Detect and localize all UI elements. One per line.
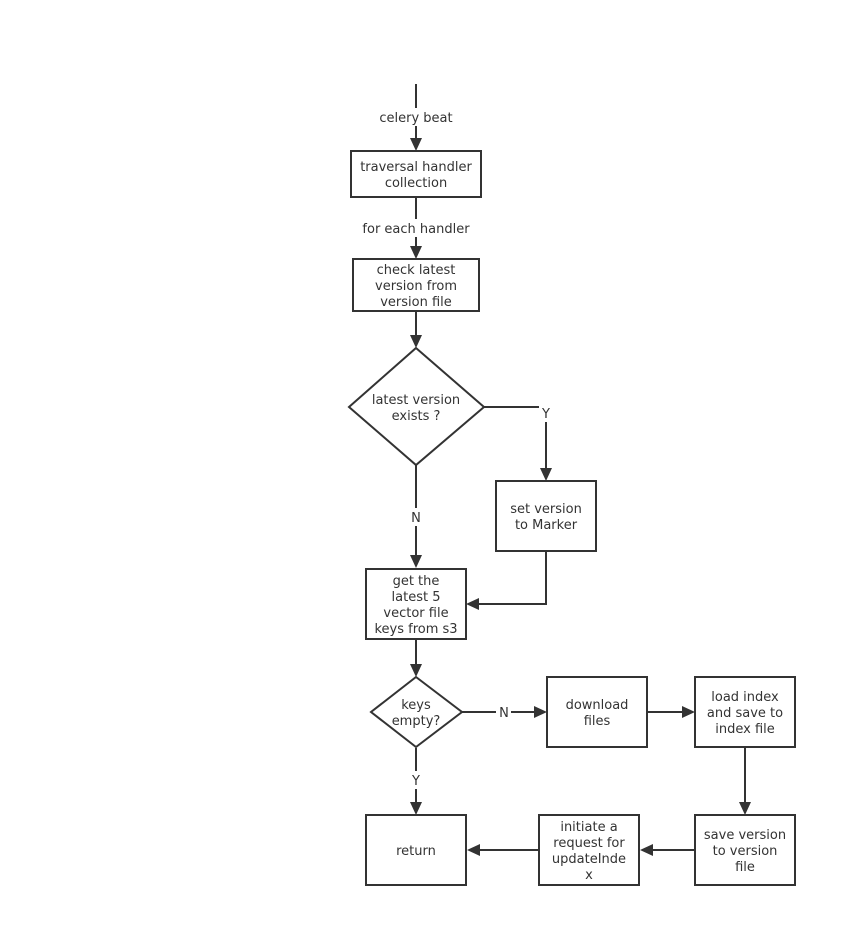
node-text-line: files xyxy=(584,714,611,729)
node-text-line: index file xyxy=(715,722,775,737)
arrowhead xyxy=(467,844,480,856)
arrowhead xyxy=(410,138,422,151)
node-return: return xyxy=(365,814,467,886)
node-text-line: save version xyxy=(704,828,786,843)
arrowhead xyxy=(410,664,422,677)
arrowhead xyxy=(540,468,552,481)
arrowheads xyxy=(410,138,751,856)
arrowhead xyxy=(410,246,422,259)
edge-exists-to-set-marker xyxy=(484,406,547,469)
node-text-line: return xyxy=(396,844,436,859)
node-text-line: file xyxy=(735,860,755,875)
node-text-line: keys xyxy=(401,698,431,713)
arrowhead xyxy=(640,844,653,856)
node-text-line: request for xyxy=(553,836,625,851)
node-text-line: empty? xyxy=(392,714,441,729)
node-text-line: get the xyxy=(393,574,440,589)
node-text-line: check latest xyxy=(377,263,456,278)
node-text-line: vector file xyxy=(383,606,448,621)
edge-label-empty-no: N xyxy=(499,706,509,721)
node-text-line: to Marker xyxy=(515,518,578,533)
node-text-line: keys from s3 xyxy=(374,622,457,637)
node-text-line: exists ? xyxy=(392,409,441,424)
arrowhead xyxy=(739,802,751,815)
arrowhead xyxy=(410,802,422,815)
edge-label-exists-yes: Y xyxy=(541,407,550,422)
edge-labels: celery beat for each handler Y N N Y xyxy=(360,108,552,789)
node-text-line: traversal handler xyxy=(360,160,472,175)
node-text-line: version file xyxy=(380,295,452,310)
node-text-line: and save to xyxy=(707,706,783,721)
node-text-line: latest version xyxy=(372,393,460,408)
edge-set-marker-to-get-keys xyxy=(478,552,547,605)
edge-label-empty-yes: Y xyxy=(411,774,420,789)
arrowhead xyxy=(534,706,547,718)
node-text-line: updateInde xyxy=(552,852,626,867)
svg-text:return: return xyxy=(396,844,436,859)
node-text-line: load index xyxy=(711,690,779,705)
edge-label-celery-beat: celery beat xyxy=(379,111,452,126)
node-text-line: latest 5 xyxy=(392,590,441,605)
node-text-line: version from xyxy=(375,279,457,294)
arrowhead xyxy=(466,598,479,610)
edge-label-exists-no: N xyxy=(411,511,421,526)
edge-label-for-each-handler: for each handler xyxy=(362,222,470,237)
arrowhead xyxy=(410,555,422,568)
node-text-line: set version xyxy=(510,502,582,517)
node-text-line: initiate a xyxy=(560,820,617,835)
arrowhead xyxy=(410,335,422,348)
node-text-line: x xyxy=(585,868,593,883)
arrowhead xyxy=(682,706,695,718)
node-text-line: download xyxy=(566,698,629,713)
node-text-line: to version xyxy=(713,844,778,859)
node-text-line: collection xyxy=(385,176,447,191)
